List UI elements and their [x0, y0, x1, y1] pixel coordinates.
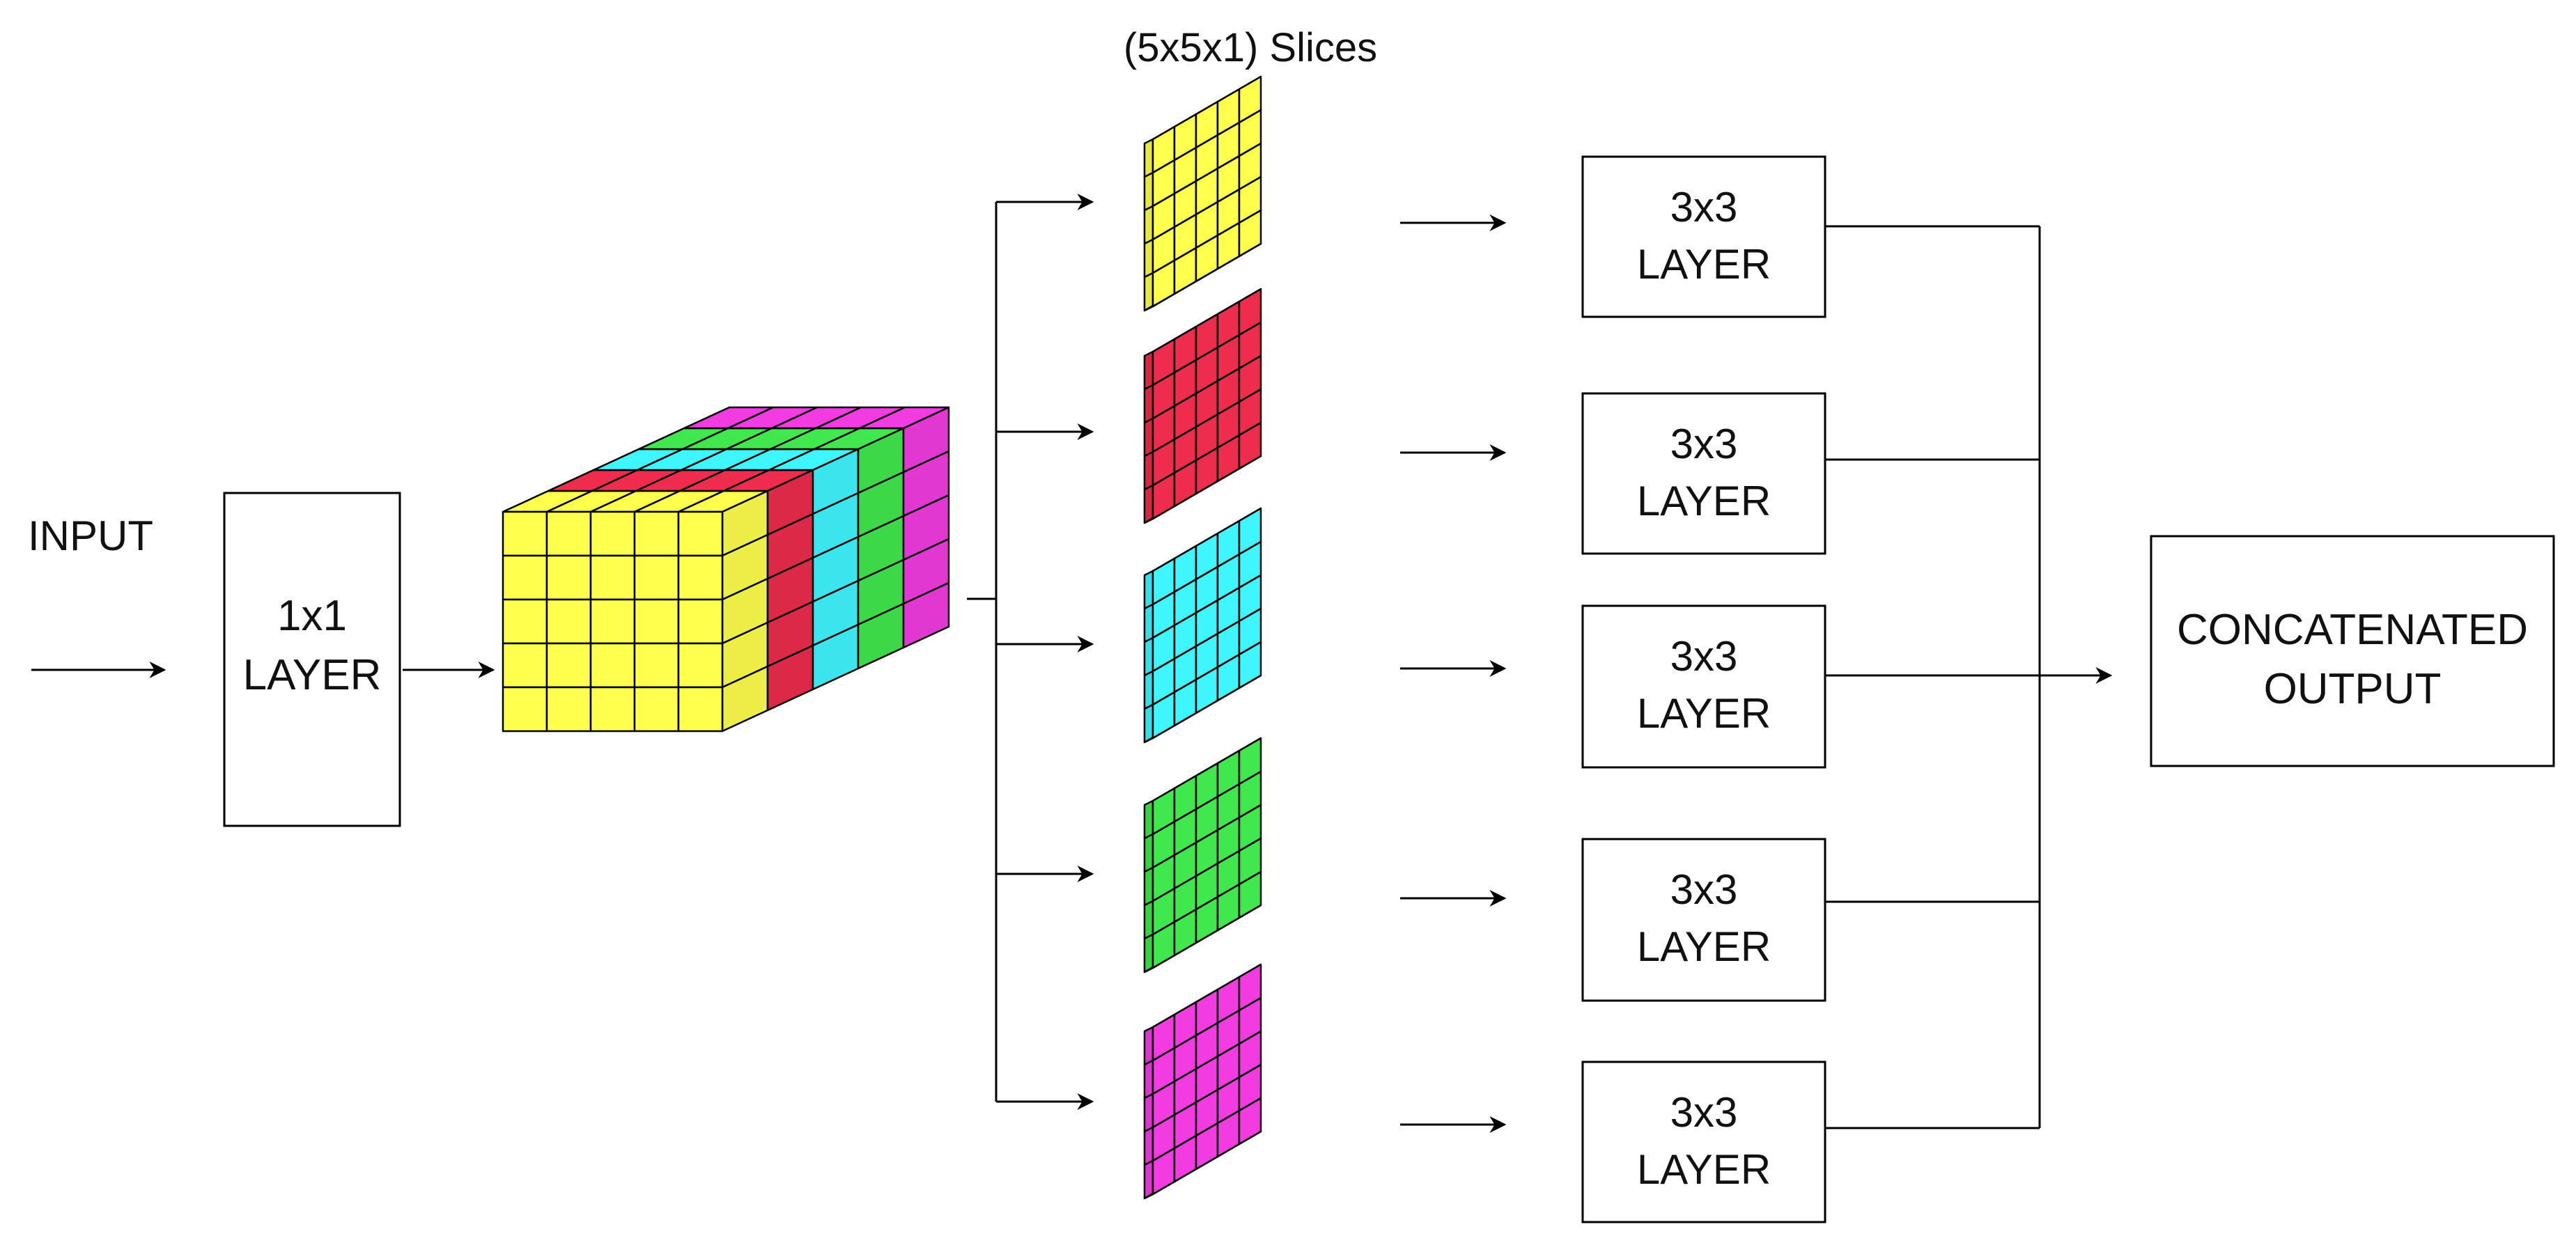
svg-text:3x3: 3x3: [1670, 866, 1738, 913]
cube-front-cell: [502, 554, 548, 601]
cube-front-cell: [589, 510, 636, 557]
slice-to-layer-arrows: [1400, 214, 1507, 1133]
slice-red: [1143, 288, 1262, 524]
layer-3x3-box-5: 3x3 LAYER: [1581, 1061, 1826, 1223]
cube-front-cell: [502, 686, 548, 733]
cube-front-cell: [545, 510, 592, 557]
slice-edge-cell: [1143, 703, 1154, 744]
layer-3x3-box-1: 3x3 LAYER: [1581, 155, 1826, 318]
cube-front-cell: [589, 598, 636, 645]
slices: [1143, 75, 1262, 1200]
cube-front-cell: [545, 598, 592, 645]
cube-front-cell: [502, 642, 548, 689]
cube-front-cell: [589, 642, 636, 689]
cube-side-cell: [902, 581, 950, 649]
slice-edge-cell: [1143, 384, 1154, 424]
slice-green: [1143, 737, 1262, 973]
slice-edge-cell: [1143, 636, 1154, 677]
cube-front-cell: [545, 554, 592, 601]
slice-edge-cell: [1143, 138, 1154, 178]
output-line2: OUTPUT: [2264, 665, 2442, 713]
concatenated-output-box: CONCATENATED OUTPUT: [2150, 535, 2555, 767]
svg-text:3x3: 3x3: [1670, 633, 1738, 680]
slice-cell: [1238, 1097, 1262, 1145]
slice-edge-cell: [1143, 171, 1154, 212]
cube-front-cell: [677, 686, 724, 733]
slice-edge-cell: [1143, 1093, 1154, 1133]
cube-front-cell: [633, 598, 680, 645]
svg-text:LAYER: LAYER: [1637, 1146, 1771, 1193]
cube-front-cell: [589, 686, 636, 733]
layer-3x3-box-4: 3x3 LAYER: [1581, 838, 1826, 1002]
slice-cell: [1238, 421, 1262, 470]
slice-edge-cell: [1143, 1159, 1154, 1200]
cube-front-cell: [502, 598, 548, 645]
slice-cell: [1238, 641, 1262, 689]
slice-edge-cell: [1143, 933, 1154, 973]
input-label: INPUT: [28, 512, 153, 559]
cube-front-cell: [502, 510, 548, 557]
cube-front-cell: [677, 642, 724, 689]
svg-text:LAYER: LAYER: [1637, 478, 1771, 524]
slice-edge-cell: [1143, 799, 1154, 840]
svg-text:3x3: 3x3: [1670, 1089, 1738, 1136]
cube-front-cell: [545, 686, 592, 733]
slice-edge-cell: [1143, 1026, 1154, 1066]
slice-edge-cell: [1143, 350, 1154, 391]
cube-front-cell: [633, 686, 680, 733]
slice-edge-cell: [1143, 603, 1154, 643]
svg-text:LAYER: LAYER: [1637, 923, 1771, 970]
slice-edge-cell: [1143, 417, 1154, 457]
slices-title: (5x5x1) Slices: [1124, 25, 1377, 70]
slice-edge-cell: [1143, 1126, 1154, 1166]
slice-edge-cell: [1143, 238, 1154, 279]
output-line1: CONCATENATED: [2177, 606, 2528, 654]
slice-yellow: [1143, 75, 1262, 312]
layer-1x1-box: 1x1 LAYER: [223, 492, 401, 827]
slice-edge-cell: [1143, 205, 1154, 245]
layer-3x3-box-2: 3x3 LAYER: [1581, 392, 1826, 555]
layer-1x1-line2: LAYER: [243, 651, 382, 699]
slice-edge-cell: [1143, 272, 1154, 312]
cube-front-cell: [633, 510, 680, 557]
merge-connectors: [1825, 225, 2113, 1129]
cube-front-cell: [677, 510, 724, 557]
cube-front-cell: [677, 554, 724, 601]
cube-front-cell: [633, 642, 680, 689]
slice-edge-cell: [1143, 484, 1154, 524]
svg-text:3x3: 3x3: [1670, 421, 1738, 467]
slice-cyan: [1143, 507, 1262, 744]
slice-edge-cell: [1143, 833, 1154, 873]
slice-cell: [1238, 870, 1262, 919]
slice-magenta: [1143, 963, 1262, 1200]
cube-front-cell: [545, 642, 592, 689]
slice-edge-cell: [1143, 670, 1154, 710]
feature-map-cube: [502, 406, 950, 733]
layer-3x3-box-3: 3x3 LAYER: [1581, 604, 1826, 769]
cube-front-cell: [677, 598, 724, 645]
slice-edge-cell: [1143, 570, 1154, 610]
svg-text:LAYER: LAYER: [1637, 690, 1771, 737]
layer-1x1-line1: 1x1: [277, 592, 347, 640]
slice-edge-cell: [1143, 900, 1154, 940]
slice-cell: [1238, 209, 1262, 258]
slice-edge-cell: [1143, 866, 1154, 907]
svg-text:3x3: 3x3: [1670, 184, 1738, 230]
cube-front-cell: [589, 554, 636, 601]
slice-edge-cell: [1143, 1059, 1154, 1100]
slice-edge-cell: [1143, 451, 1154, 491]
svg-text:LAYER: LAYER: [1637, 241, 1771, 288]
branch-connectors: [967, 194, 1094, 1110]
cube-front-cell: [633, 554, 680, 601]
